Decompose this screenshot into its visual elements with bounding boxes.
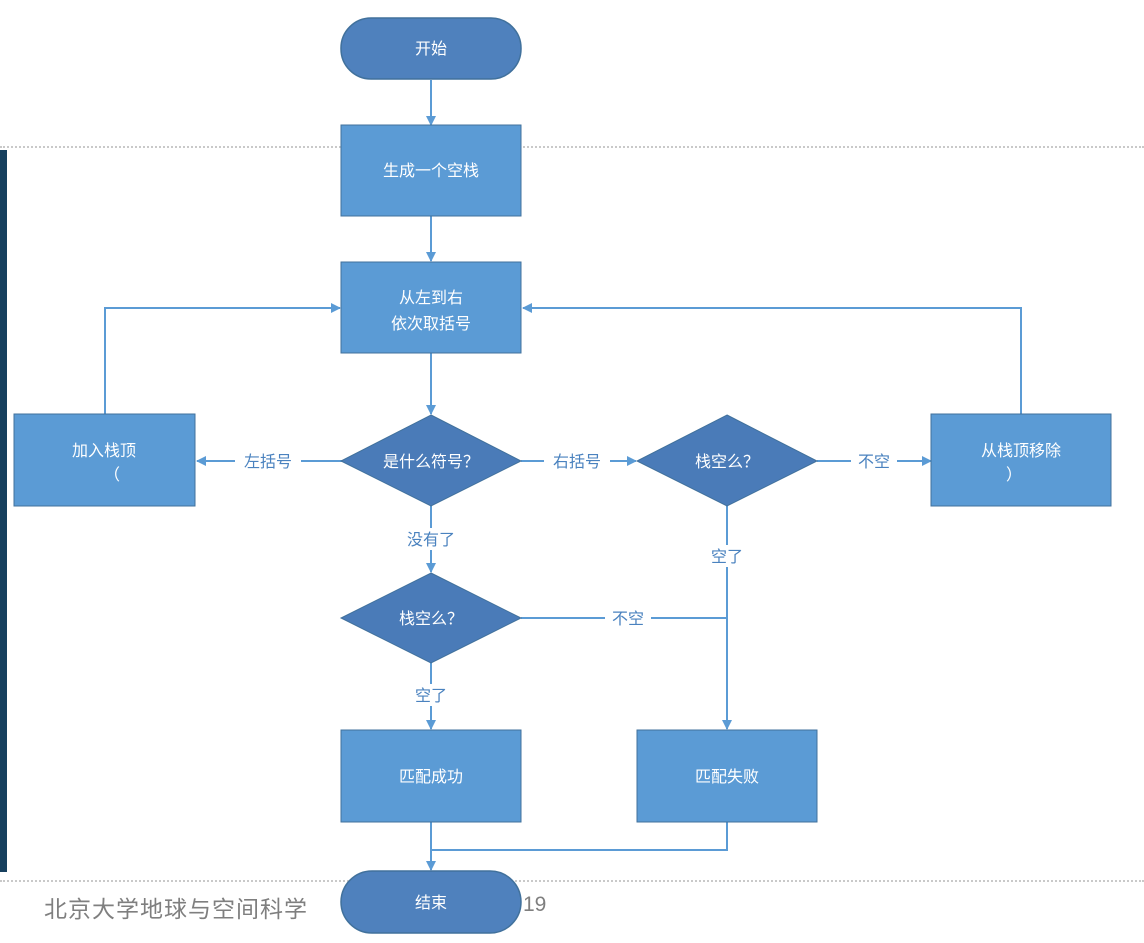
which-symbol-decision: 是什么符号？ <box>339 414 523 507</box>
match-fail-box: 匹配失败 <box>636 729 818 823</box>
push-stack-line1: 加入栈顶 <box>72 441 136 460</box>
edge-label-left-paren: 左括号 <box>244 452 292 471</box>
match-fail-label: 匹配失败 <box>695 767 759 786</box>
read-bracket-box: 从左到右 依次取括号 <box>340 261 522 354</box>
top-dotted-divider <box>0 146 1144 148</box>
edge-label-right-paren: 右括号 <box>553 452 601 471</box>
read-bracket-line2: 依次取括号 <box>391 314 471 333</box>
push-stack-box: 加入栈顶 （ <box>13 413 196 507</box>
match-success-label: 匹配成功 <box>399 767 463 786</box>
end-label: 结束 <box>415 893 447 912</box>
edge-label-no-more: 没有了 <box>407 530 455 549</box>
push-stack-line2: （ <box>104 465 120 484</box>
bottom-dotted-divider <box>0 880 1144 882</box>
end-node: 结束 <box>340 870 522 934</box>
edge-label-not-empty-bottom: 不空 <box>612 609 644 628</box>
stack-empty-right-label: 栈空么？ <box>695 452 759 471</box>
pop-stack-box: 从栈顶移除 ） <box>930 413 1112 507</box>
slide-accent-bar <box>0 150 7 872</box>
match-success-box: 匹配成功 <box>340 729 522 823</box>
edge-pop-loop <box>522 303 1022 414</box>
edge-fail-to-end <box>431 822 728 851</box>
create-stack-box: 生成一个空栈 <box>340 124 522 217</box>
pop-stack-line1: 从栈顶移除 <box>981 441 1061 460</box>
edge-label-not-empty-right: 不空 <box>858 452 890 471</box>
page-number: 19 <box>523 893 547 916</box>
start-label: 开始 <box>415 39 447 58</box>
which-symbol-label: 是什么符号？ <box>383 452 479 471</box>
read-bracket-line1: 从左到右 <box>399 288 463 307</box>
stack-empty-decision-bottom: 栈空么？ <box>339 572 523 664</box>
stack-empty-decision-right: 栈空么？ <box>635 414 819 507</box>
edge-label-empty-right: 空了 <box>711 547 743 566</box>
stack-empty-bottom-label: 栈空么？ <box>399 609 463 628</box>
create-stack-label: 生成一个空栈 <box>383 161 479 180</box>
footer-institution: 北京大学地球与空间科学 <box>44 897 308 923</box>
edge-push-loop <box>104 303 341 414</box>
start-node: 开始 <box>340 17 522 80</box>
pop-stack-line2: ） <box>1006 465 1022 484</box>
edge-label-empty-bottom: 空了 <box>415 686 447 705</box>
